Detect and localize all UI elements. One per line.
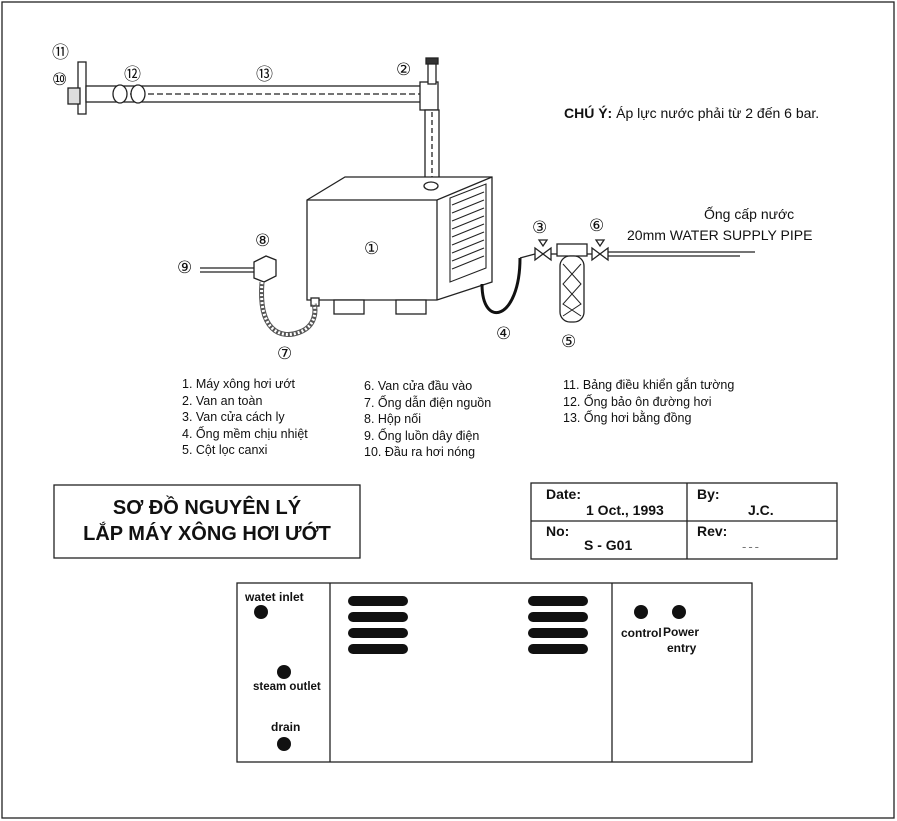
note-label: CHÚ Ý: <box>564 105 613 121</box>
rev-label: Rev: <box>697 523 728 539</box>
by-label: By: <box>697 486 720 502</box>
supply-pipe-label-vi: Ống cấp nước <box>704 206 795 222</box>
callout-10: ⑩ <box>52 70 68 90</box>
title-line-1: SƠ ĐỒ NGUYÊN LÝ <box>112 497 302 519</box>
date-label: Date: <box>546 486 582 502</box>
power-conduit <box>200 255 318 337</box>
power-entry-port <box>672 605 686 619</box>
control-label: control <box>621 626 662 640</box>
callout-5: ⑤ <box>561 332 577 352</box>
callout-6: ⑥ <box>589 216 605 236</box>
legend-item: 1. Máy xông hơi ướt <box>182 377 296 391</box>
title-line-2: LẮP MÁY XÔNG HƠI ƯỚT <box>83 523 331 545</box>
by-value: J.C. <box>748 502 774 518</box>
entry-label: entry <box>667 641 697 655</box>
drain-label: drain <box>271 720 301 734</box>
no-value: S - G01 <box>584 537 633 553</box>
callout-11: ⑪ <box>52 43 69 63</box>
legend-item: 3. Van cửa cách ly <box>182 410 285 424</box>
callout-12: ⑫ <box>124 65 141 85</box>
pressure-note: CHÚ Ý: Áp lực nước phải từ 2 đến 6 bar. <box>564 105 819 121</box>
date-value: 1 Oct., 1993 <box>586 502 664 518</box>
title-block-table <box>530 482 838 560</box>
legend-item: 11. Bảng điều khiển gắn tường <box>563 378 735 392</box>
drain-port <box>277 737 291 751</box>
supply-pipe-label-en: 20mm WATER SUPPLY PIPE <box>627 227 813 243</box>
control-port <box>634 605 648 619</box>
callout-13: ⑬ <box>256 65 273 85</box>
legend-item: 7. Ống dẫn điện nguồn <box>364 395 492 410</box>
legend-item: 2. Van an toàn <box>182 393 263 408</box>
legend-item: 9. Ống luồn dây điện <box>364 428 480 443</box>
no-label: No: <box>546 523 570 539</box>
legend-item: 10. Đầu ra hơi nóng <box>364 445 476 459</box>
legend-item: 5. Cột lọc canxi <box>182 443 268 457</box>
connection-panel <box>236 582 753 763</box>
callout-1: ① <box>364 239 380 259</box>
legend-item: 6. Van cửa đầu vào <box>364 379 473 393</box>
steam-generator <box>306 176 493 315</box>
callout-3: ③ <box>532 218 548 238</box>
steam-outlet-port <box>277 665 291 679</box>
legend-item: 4. Ống mềm chịu nhiệt <box>182 426 308 441</box>
water-inlet-label: watet inlet <box>245 590 304 604</box>
legend-col-3: 11. Bảng điều khiển gắn tường 12. Ống bả… <box>563 377 734 427</box>
title-box <box>53 484 361 559</box>
callout-7: ⑦ <box>277 344 293 364</box>
steam-outlet-label: steam outlet <box>253 681 321 693</box>
legend-item: 8. Hộp nối <box>364 412 421 426</box>
water-inlet-port <box>254 605 268 619</box>
wall-panel <box>67 61 87 115</box>
power-label: Power <box>663 625 700 639</box>
callout-8: ⑧ <box>255 231 271 251</box>
flexible-hose <box>480 257 522 314</box>
diagram-title: SƠ ĐỒ NGUYÊN LÝ LẮP MÁY XÔNG HƠI ƯỚT <box>54 495 360 547</box>
callout-2: ② <box>396 60 412 80</box>
legend-item: 12. Ống bảo ôn đường hơi <box>563 394 712 409</box>
callout-9: ⑨ <box>177 258 193 278</box>
steam-pipe <box>85 57 440 186</box>
callout-4: ④ <box>496 324 512 344</box>
rev-value: --- <box>742 539 761 554</box>
legend-item: 13. Ống hơi bằng đồng <box>563 411 692 425</box>
note-text: Áp lực nước phải từ 2 đến 6 bar. <box>616 105 820 121</box>
water-supply-line <box>519 239 755 323</box>
legend-col-2: 6. Van cửa đầu vào 7. Ống dẫn điện nguồn… <box>364 378 491 461</box>
legend-col-1: 1. Máy xông hơi ướt 2. Van an toàn 3. Va… <box>182 376 308 459</box>
